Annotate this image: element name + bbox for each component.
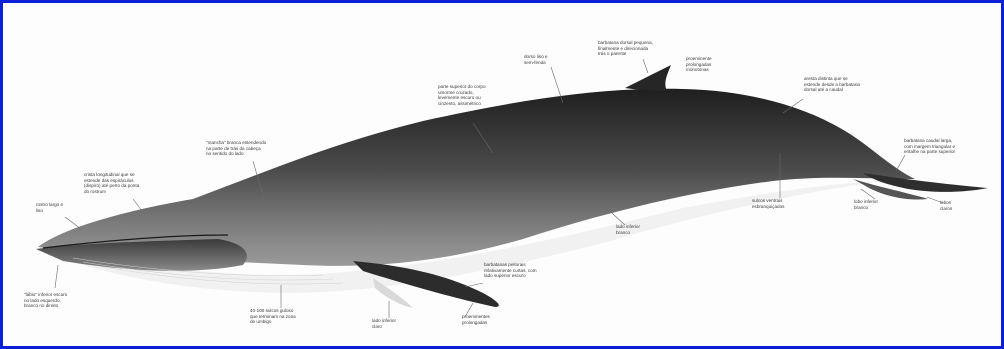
label-peitorais: barbatanas peitorais relativamente curta… [484, 262, 537, 279]
label-arestas: proeminente prolongadas monotonas [686, 56, 712, 73]
label-sulcos: sulcos ventrais esbranquiçados [752, 198, 784, 209]
label-crista: crista longitudinal que se estende das e… [84, 172, 139, 194]
label-sulcos-pele: 40-100 sulcos guloso que terminam na zon… [250, 308, 296, 325]
label-lobos: lobos claros [940, 200, 952, 211]
fin-whale-illustration [3, 3, 1001, 346]
label-prolongadas: proeminentes prolongadas [462, 314, 490, 325]
whale-body [38, 89, 915, 266]
label-caudal-larga: barbatana caudal larga, com margem trian… [904, 138, 955, 155]
label-dorso: dorso liso e sem-fenda [524, 54, 548, 65]
label-lobo-inferior: lobo inferior branco [854, 199, 878, 210]
dorsal-fin [625, 65, 671, 91]
label-lado-inferior: lado inferior branco [616, 224, 640, 235]
label-labio: "lábio" inferior escuro no lado esquerdo… [24, 292, 67, 309]
label-lado-direito: parte superior do corpo umorme cruzado, … [438, 84, 486, 106]
label-mancha: "mancha" branca estendendo na parte de t… [206, 140, 266, 157]
label-lado-branco: lado inferior claro [372, 318, 396, 329]
label-aresta-caudal: aresta distinta que se estende desde a b… [804, 76, 860, 93]
label-rostro: rostro largo e liso [36, 202, 63, 213]
label-dorsal: barbatana dorsal pequena, finalmente e d… [598, 40, 653, 57]
